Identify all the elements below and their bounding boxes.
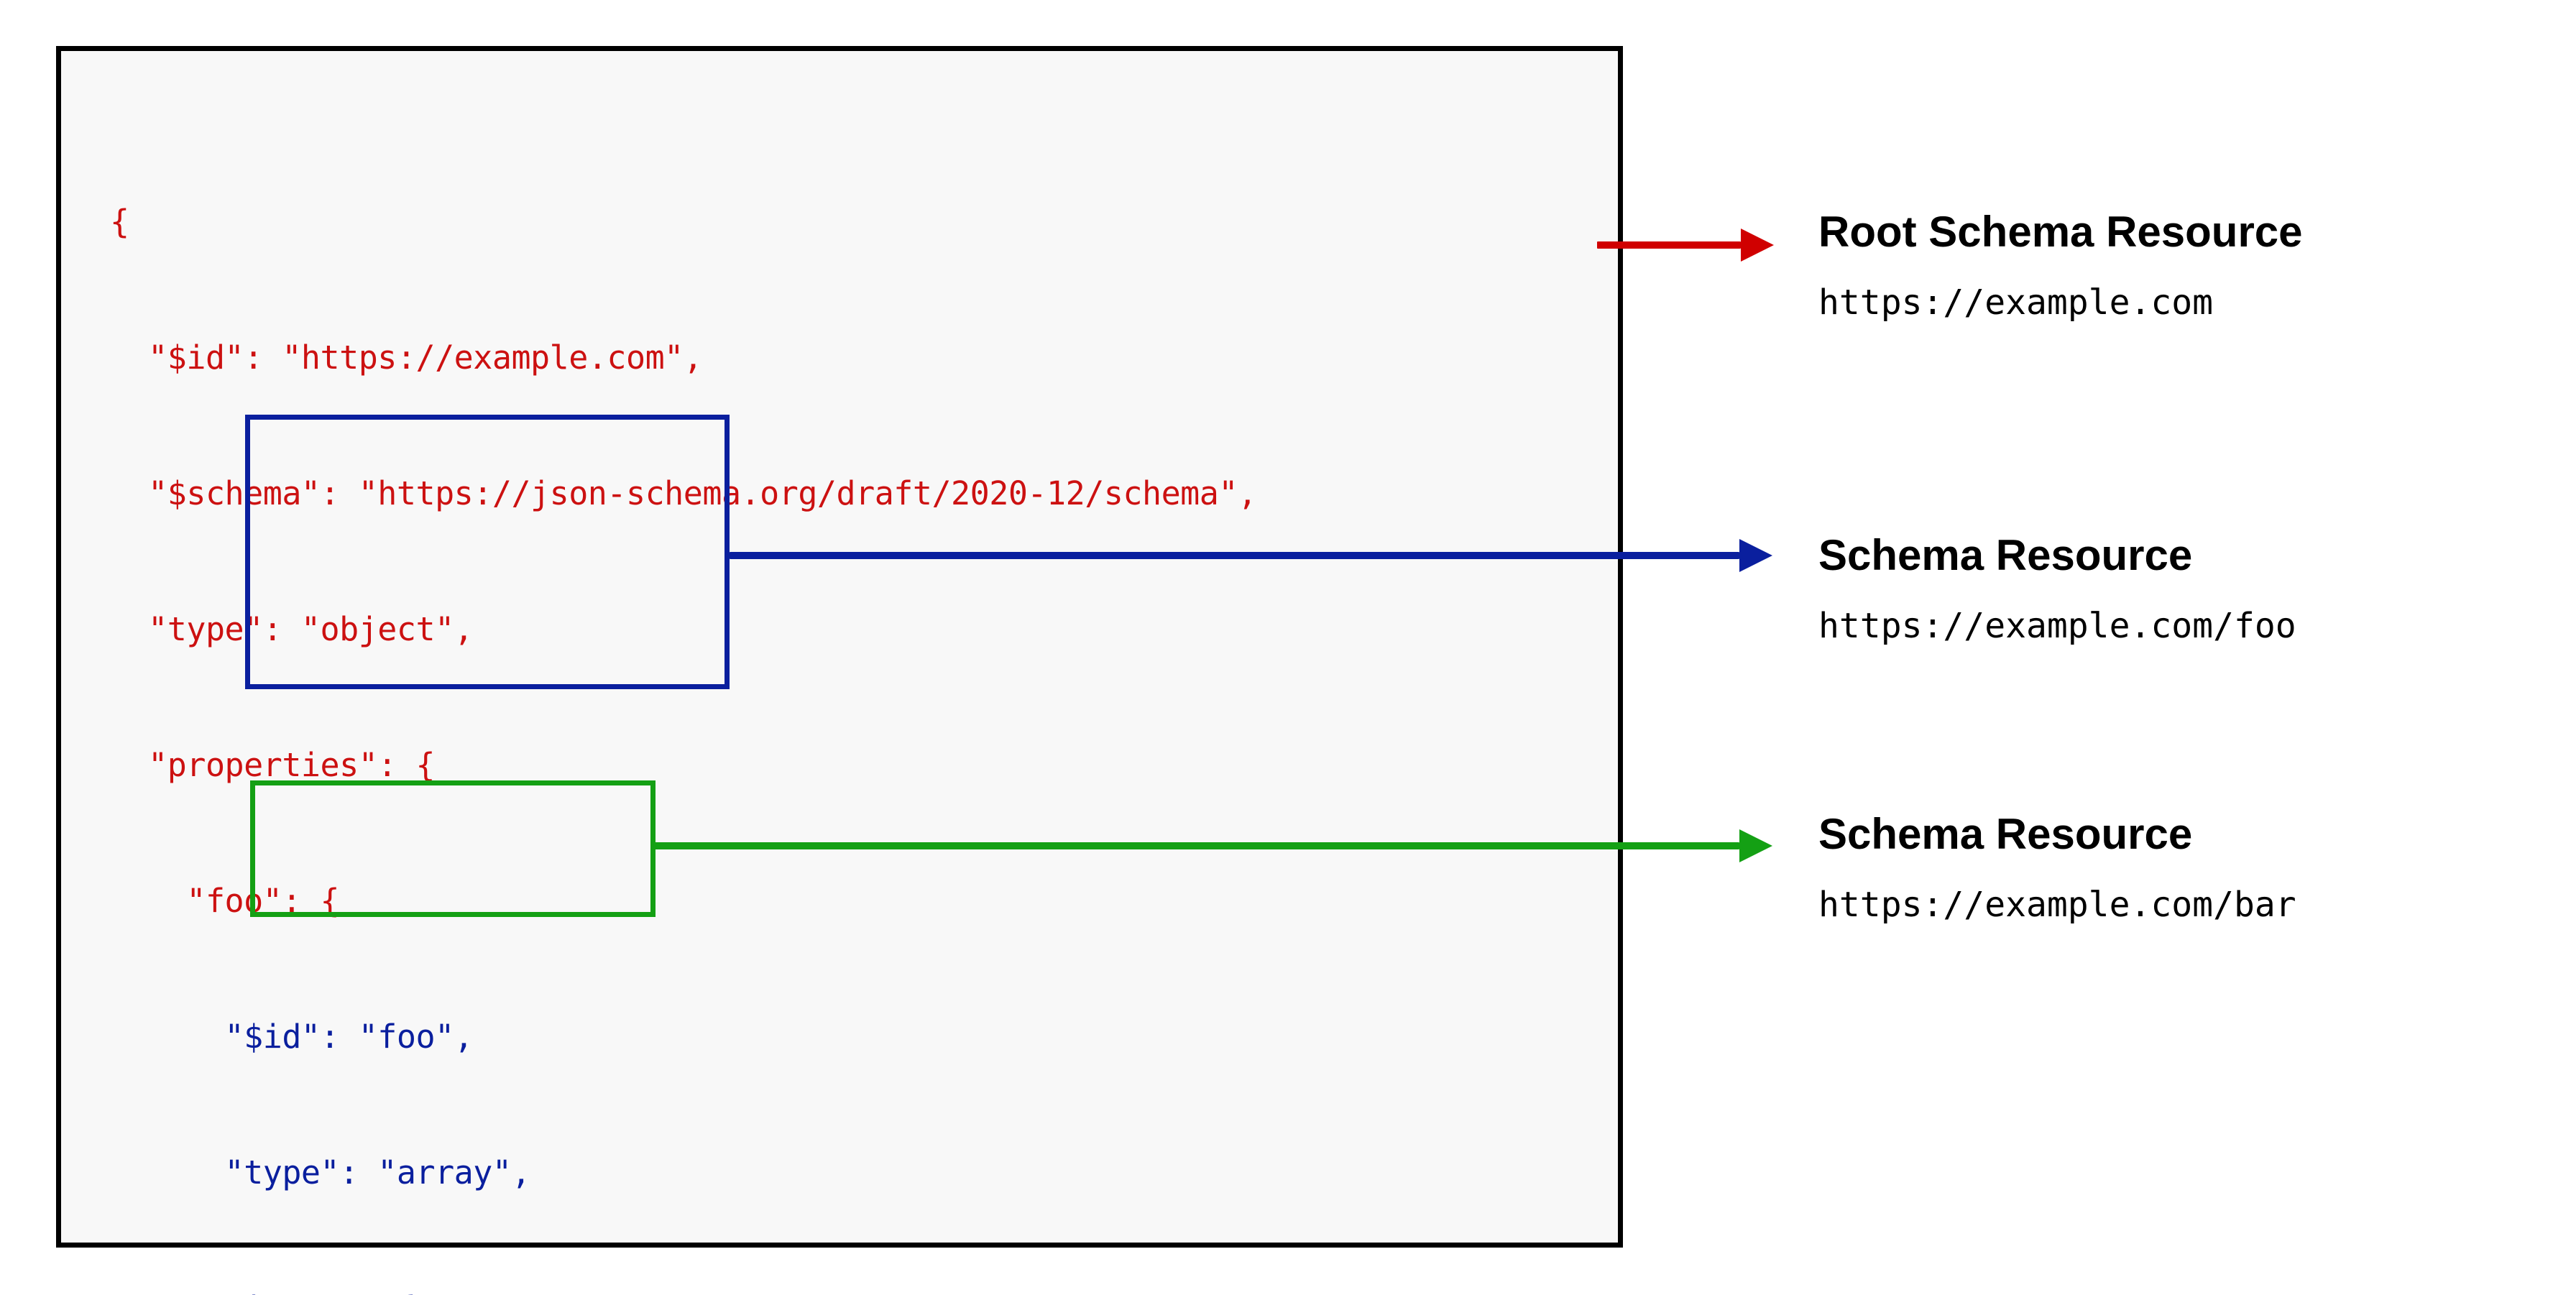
code-line: "type": "array", — [110, 1153, 531, 1192]
annotation-title: Schema Resource — [1818, 810, 2193, 858]
annotation-uri: https://example.com/bar — [1818, 885, 2296, 925]
annotation-uri: https://example.com/foo — [1818, 606, 2296, 646]
code-line: "properties": { — [110, 746, 436, 784]
code-line: "$id": "foo", — [110, 1018, 474, 1056]
arrow-head-icon — [1739, 829, 1772, 862]
annotation-title: Schema Resource — [1818, 531, 2193, 579]
bar-schema-resource-highlight — [250, 780, 656, 917]
annotation-bar-schema-resource: Schema Resource https://example.com/bar — [1818, 810, 2296, 925]
code-line: "$id": "https://example.com", — [110, 338, 703, 377]
code-line: "foo": { — [110, 882, 340, 920]
code-line: "items": { — [110, 1286, 1257, 1295]
annotation-title: Root Schema Resource — [1818, 208, 2303, 256]
annotation-uri: https://example.com — [1818, 282, 2214, 323]
code-line: { — [110, 203, 129, 241]
arrow-shaft — [650, 842, 1739, 849]
arrow-shaft — [1597, 241, 1741, 249]
arrow-head-icon — [1741, 229, 1774, 262]
code-line: "type": "object", — [110, 610, 474, 648]
annotation-root-schema-resource: Root Schema Resource https://example.com — [1818, 208, 2303, 323]
arrow-head-icon — [1739, 539, 1772, 572]
arrow-shaft — [730, 552, 1739, 559]
code-line: "$schema": "https://json-schema.org/draf… — [110, 474, 1257, 512]
foo-schema-resource-highlight — [245, 415, 730, 689]
json-code-listing: { "$id": "https://example.com", "$schema… — [110, 109, 1257, 1295]
annotation-foo-schema-resource: Schema Resource https://example.com/foo — [1818, 531, 2296, 646]
json-code-panel: { "$id": "https://example.com", "$schema… — [56, 46, 1623, 1295]
